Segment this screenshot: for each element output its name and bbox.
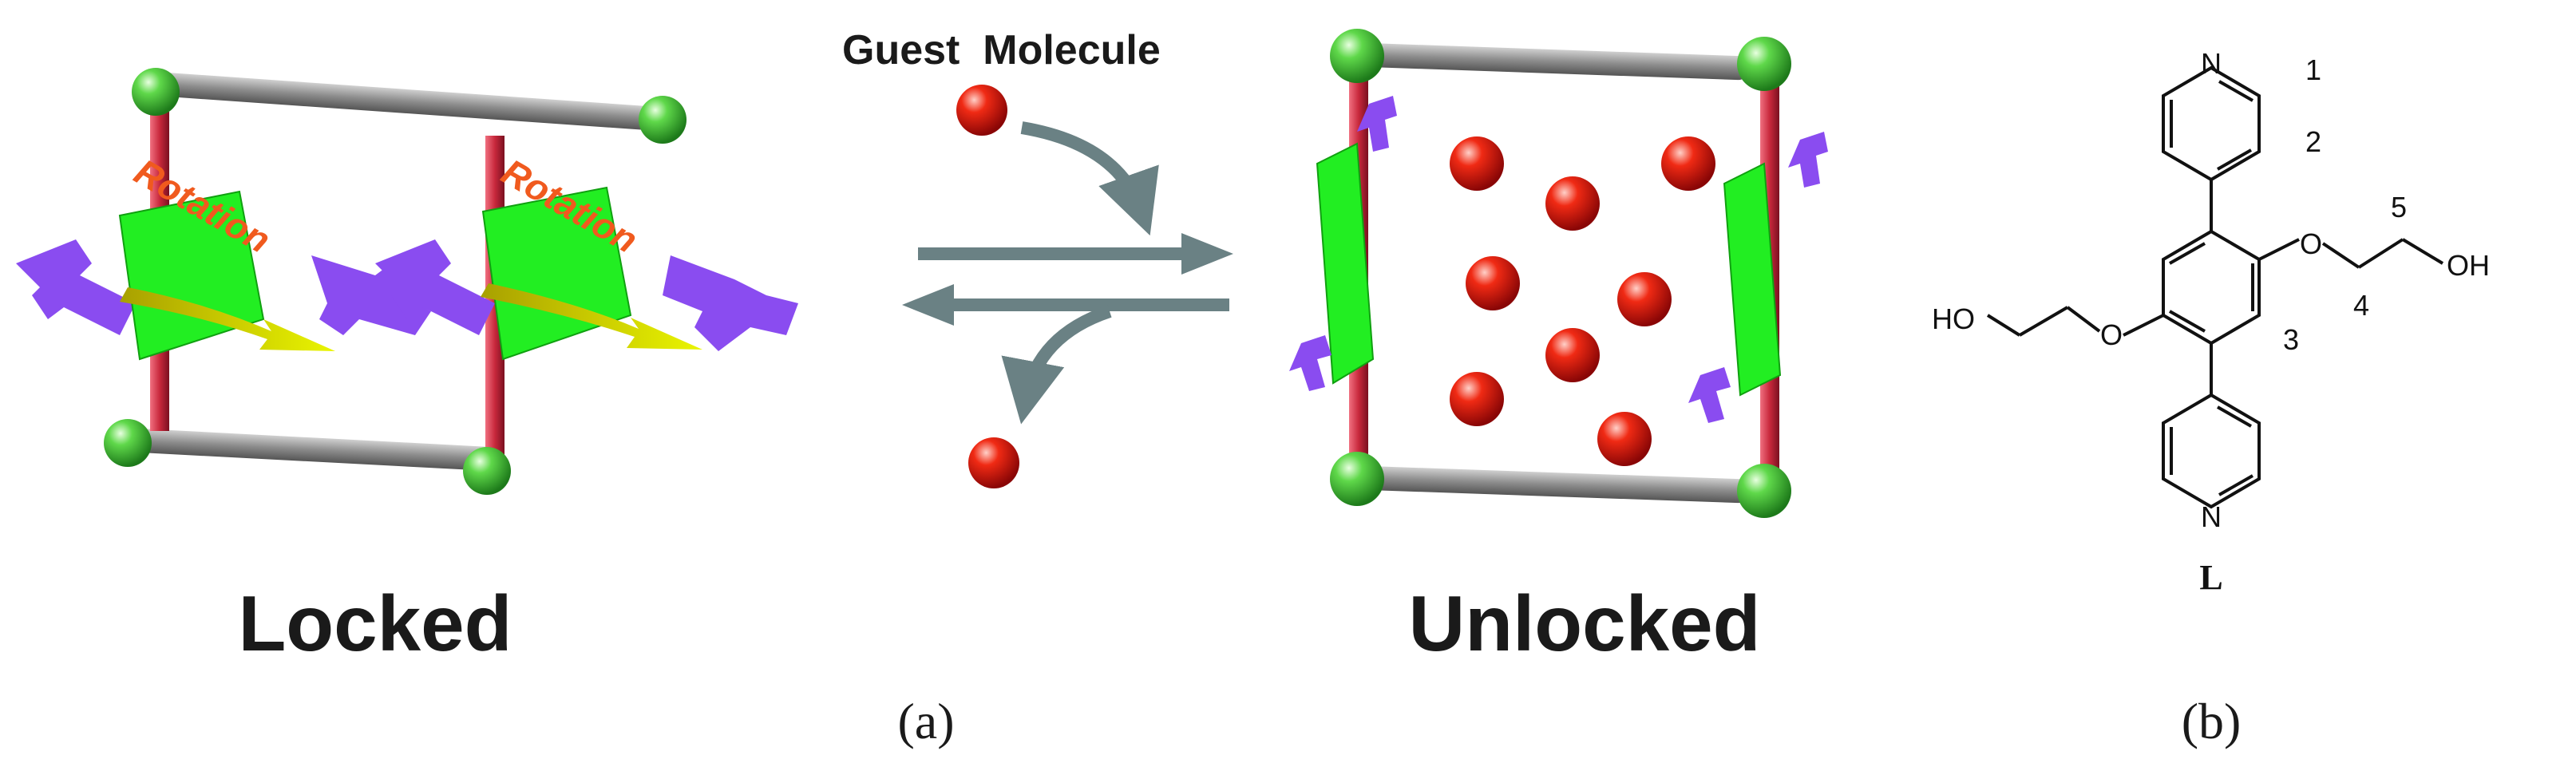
position-2: 2 — [2305, 125, 2321, 158]
node-sphere — [639, 96, 687, 144]
guest-molecule — [1545, 176, 1600, 231]
locked-label: Locked — [238, 579, 512, 667]
node-sphere — [104, 419, 152, 467]
gray-rod-bottom — [1357, 465, 1748, 504]
hydroxyl-left: HO — [1932, 302, 1975, 335]
purple-linker-right — [663, 255, 798, 351]
purple-linker-left — [16, 239, 136, 335]
uptake-arrow — [1020, 121, 1159, 236]
pyridine-ring-bottom — [2162, 393, 2261, 509]
guest-molecule-label: Guest Molecule — [842, 27, 1161, 73]
purple-linker — [1289, 335, 1332, 391]
purple-linker — [1788, 132, 1828, 188]
hydroxyl-right: OH — [2447, 249, 2490, 282]
guest-molecule — [1466, 256, 1520, 310]
node-sphere — [1737, 464, 1791, 518]
purple-linker — [1688, 367, 1731, 423]
guest-molecule — [1661, 136, 1715, 191]
green-rotor-right — [1723, 162, 1782, 397]
pyridine-ring-top — [2162, 65, 2261, 182]
guest-molecule — [1617, 272, 1672, 326]
equilibrium-arrows — [902, 233, 1233, 326]
node-sphere — [1330, 452, 1384, 506]
compound-label: L — [2199, 558, 2222, 597]
node-sphere — [463, 447, 511, 495]
ether-oxygen-right: O — [2300, 227, 2322, 260]
position-3: 3 — [2283, 323, 2299, 356]
ligand-structure — [1986, 65, 2444, 509]
gray-rod-top — [144, 71, 671, 132]
guest-molecule — [1545, 328, 1600, 382]
rotation-arrow-right — [481, 283, 702, 350]
rotation-arrow-left — [120, 287, 335, 351]
structure-labels: N N O O OH HO 1 2 3 4 5 — [1932, 47, 2490, 533]
guest-molecule — [1450, 372, 1504, 426]
guest-molecule — [1597, 412, 1652, 466]
node-sphere — [1330, 29, 1384, 83]
gray-rod-bottom — [120, 428, 495, 471]
node-sphere — [132, 68, 180, 116]
guest-molecule — [1450, 136, 1504, 191]
position-1: 1 — [2305, 53, 2321, 86]
panel-a-caption: (a) — [897, 693, 954, 749]
gray-rod-top — [1357, 42, 1748, 81]
ring-nitrogen-top: N — [2201, 47, 2222, 80]
release-arrow — [1001, 305, 1112, 425]
unlocked-label: Unlocked — [1408, 579, 1760, 667]
purple-linker-middle — [311, 239, 495, 335]
node-sphere — [1737, 37, 1791, 91]
purple-linker — [1357, 96, 1397, 152]
position-4: 4 — [2353, 289, 2369, 322]
locked-framework: Rotation Rotation — [16, 68, 798, 495]
guest-molecule-bottom — [968, 437, 1019, 488]
ether-oxygen-left: O — [2100, 318, 2123, 351]
green-rotor-left — [1316, 142, 1375, 385]
unlocked-framework — [1289, 29, 1828, 518]
guest-molecule-top — [956, 85, 1007, 136]
benzene-ring — [2162, 229, 2261, 346]
panel-b-caption: (b) — [2182, 693, 2242, 749]
position-5: 5 — [2391, 191, 2407, 223]
ring-nitrogen-bottom: N — [2201, 500, 2222, 533]
